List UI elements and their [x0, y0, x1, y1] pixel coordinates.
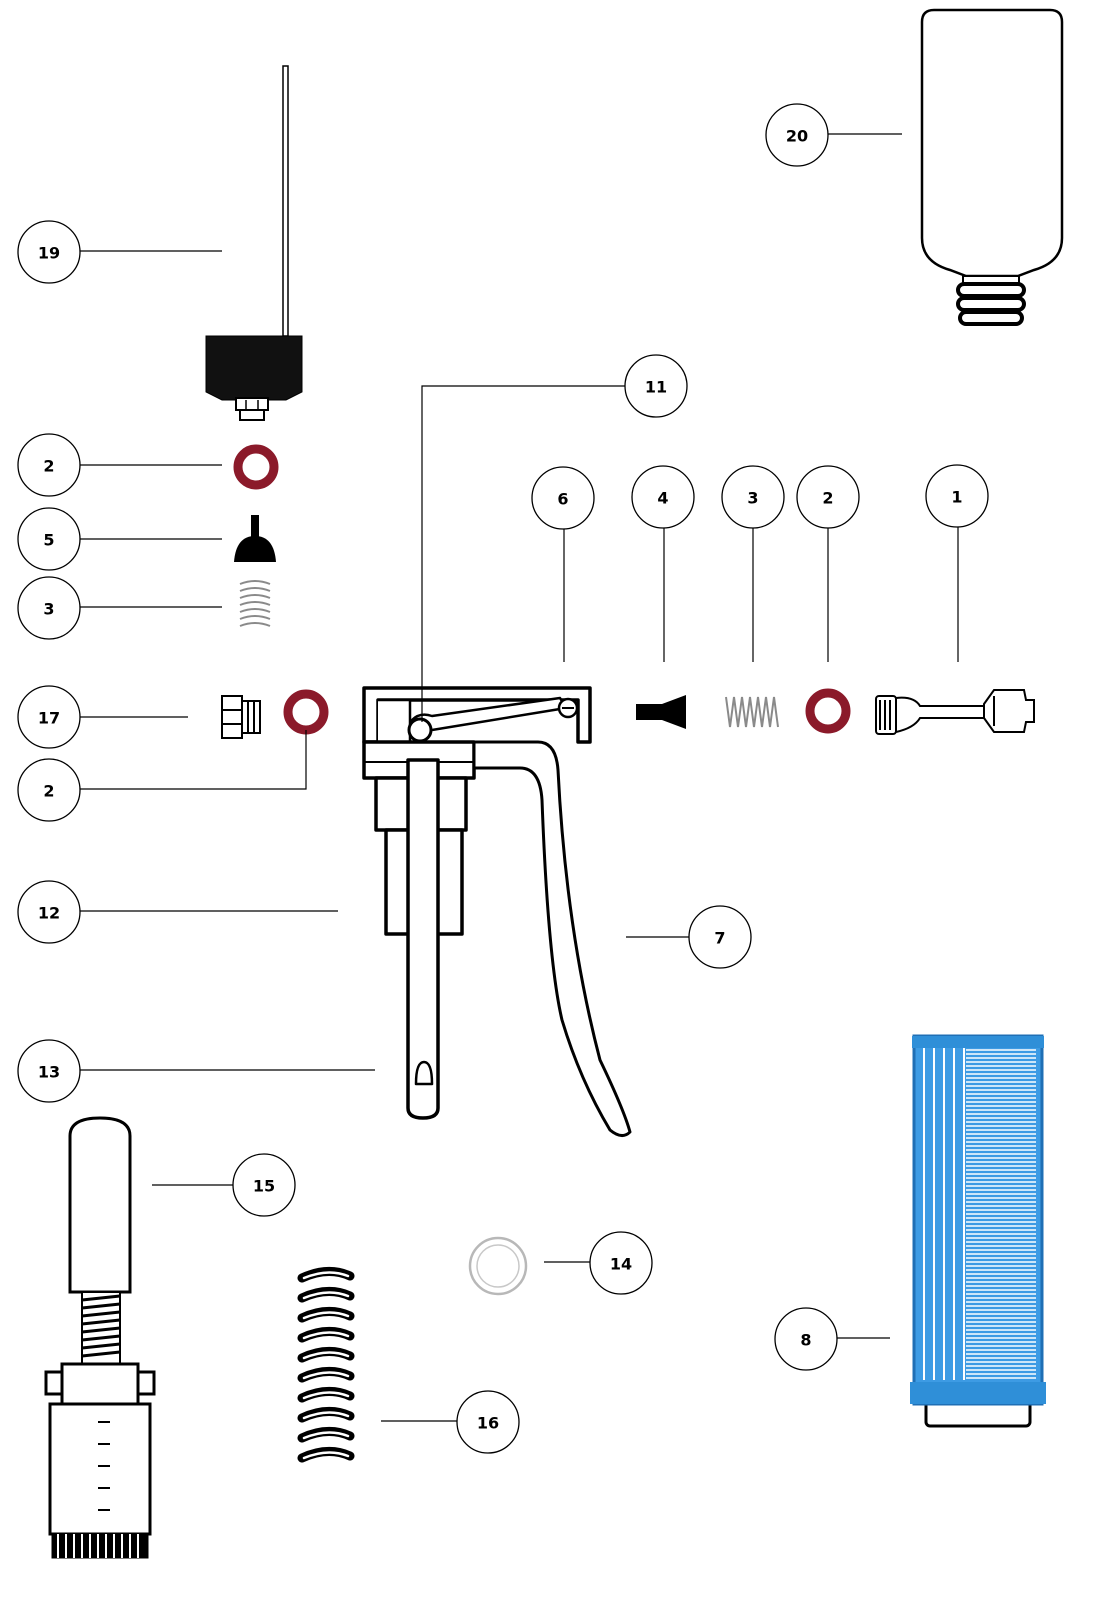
part-pump-body	[362, 686, 632, 1137]
callout-label: 2	[822, 489, 833, 508]
part-20-bottle	[920, 8, 1064, 326]
callout-2: 2	[796, 465, 860, 529]
callout-15: 15	[232, 1153, 296, 1217]
callout-5: 5	[17, 507, 81, 571]
callout-12: 12	[17, 880, 81, 944]
callout-label: 17	[38, 709, 60, 728]
part-1-spray-nozzle	[875, 689, 1035, 735]
callout-label: 16	[477, 1414, 499, 1433]
part-4-nozzle	[636, 695, 686, 729]
callout-label: 7	[714, 929, 725, 948]
part-14-washer	[468, 1236, 528, 1296]
callout-label: 2	[43, 457, 54, 476]
callout-label: 1	[951, 488, 962, 507]
callout-label: 8	[800, 1331, 811, 1350]
callout-2: 2	[17, 758, 81, 822]
part-16-main-spring	[297, 1267, 355, 1463]
callout-20: 20	[765, 103, 829, 167]
part-3-spring-horizontal	[725, 696, 779, 728]
callout-label: 3	[747, 489, 758, 508]
callout-label: 14	[610, 1255, 632, 1274]
callout-17: 17	[17, 685, 81, 749]
part-2-seal-ring-left	[283, 689, 329, 735]
callout-19: 19	[17, 220, 81, 284]
part-5-valve-cone	[234, 515, 276, 562]
callout-label: 19	[38, 244, 60, 263]
callout-14: 14	[589, 1231, 653, 1295]
callout-6: 6	[531, 466, 595, 530]
part-15-dosing-piston	[44, 1116, 156, 1559]
callout-7: 7	[688, 905, 752, 969]
callout-label: 13	[38, 1063, 60, 1082]
callout-4: 4	[631, 465, 695, 529]
callout-3: 3	[17, 576, 81, 640]
part-2-seal-ring-top	[233, 444, 279, 490]
callout-8: 8	[774, 1307, 838, 1371]
callout-label: 12	[38, 904, 60, 923]
part-19-suction-cap	[205, 65, 303, 421]
callout-16: 16	[456, 1390, 520, 1454]
callout-label: 15	[253, 1177, 275, 1196]
callout-13: 13	[17, 1039, 81, 1103]
callout-2: 2	[17, 433, 81, 497]
callout-label: 20	[786, 127, 808, 146]
part-17-plug-screw	[221, 695, 261, 739]
leader-lines	[80, 133, 959, 1422]
callout-1: 1	[925, 464, 989, 528]
callout-3: 3	[721, 465, 785, 529]
part-16-main-spring-highlights	[302, 1271, 350, 1460]
callout-label: 6	[557, 490, 568, 509]
callout-label: 5	[43, 531, 54, 550]
callout-label: 2	[43, 782, 54, 801]
part-3-spring-vertical	[239, 580, 271, 627]
callout-11: 11	[624, 354, 688, 418]
callout-label: 4	[657, 489, 668, 508]
part-8-filter-cartridge	[910, 1034, 1046, 1428]
callout-label: 11	[645, 378, 667, 397]
callout-label: 3	[43, 600, 54, 619]
part-2-seal-ring-right	[805, 688, 851, 734]
